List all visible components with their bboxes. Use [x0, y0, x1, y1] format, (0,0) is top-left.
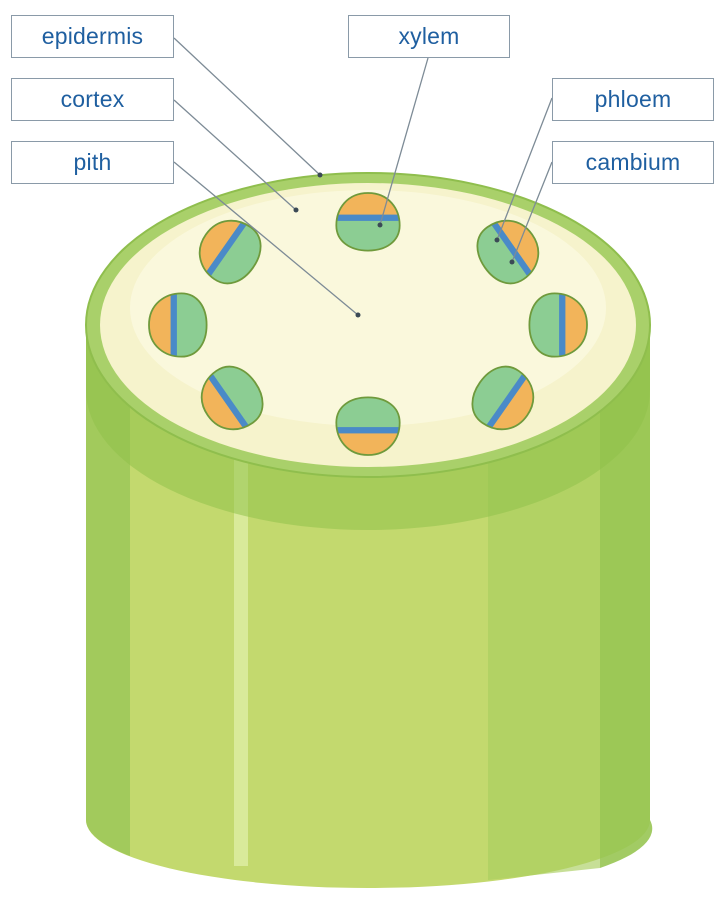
label-epidermis: epidermis [11, 15, 174, 58]
cambium-band [203, 218, 249, 280]
vascular-bundle [148, 292, 208, 358]
pith-leader-line [173, 161, 359, 316]
cambium-band [205, 370, 251, 432]
leader-lines [173, 37, 553, 316]
label-phloem: phloem [552, 78, 714, 121]
cambium-band [489, 218, 535, 280]
cambium-band [336, 214, 400, 221]
cambium-band [170, 293, 177, 357]
label-cortex: cortex [11, 78, 174, 121]
vascular-bundle [528, 292, 588, 358]
label-xylem: xylem [348, 15, 510, 58]
leader-dots [293, 172, 515, 318]
phloem-tissue [560, 293, 588, 357]
phloem-leader-line [496, 97, 553, 241]
xylem-leader-line [379, 57, 429, 226]
cambium-band [559, 293, 566, 357]
cambium-leader-line [511, 161, 553, 263]
cambium-band [336, 427, 400, 434]
cambium-band [484, 370, 530, 432]
label-cambium: cambium [552, 141, 714, 184]
stem-side [86, 325, 653, 888]
label-pith: pith [11, 141, 174, 184]
phloem-tissue [148, 293, 176, 357]
epidermis-leader-line [173, 37, 321, 176]
cortex-leader-line [173, 99, 297, 211]
